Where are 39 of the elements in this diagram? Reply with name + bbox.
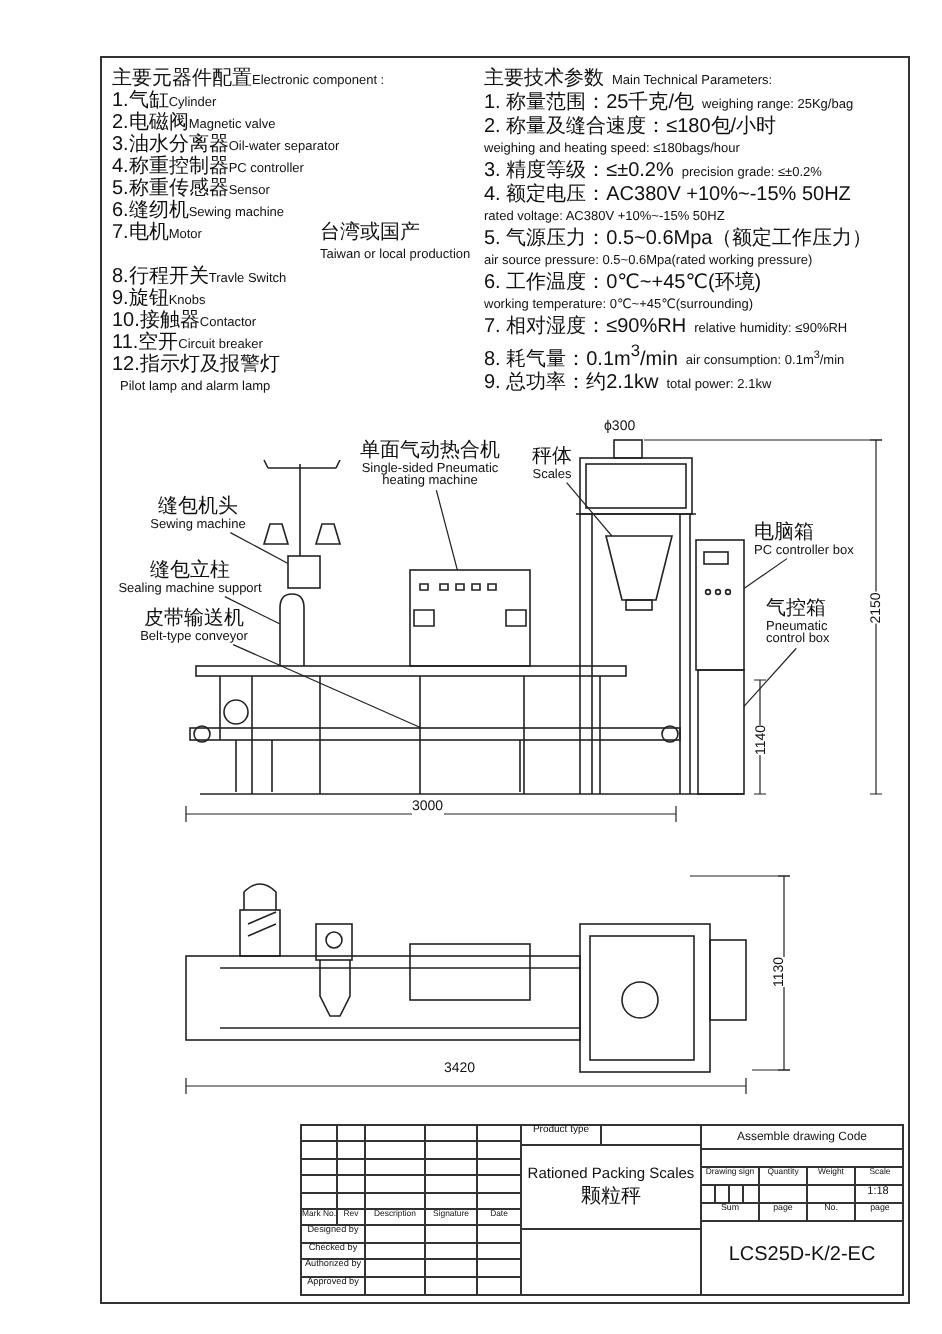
parameter-text: 6. 工作温度：0℃~+45℃(环境) — [484, 272, 762, 294]
leader-line — [224, 596, 281, 625]
parameter-text: 1. 称量范围：25千克/包 — [484, 92, 695, 114]
heat-sealer-body — [409, 569, 531, 667]
component-list-text: 台湾或国产 — [320, 222, 420, 244]
sewing-machine-stand — [279, 593, 305, 667]
leader-line — [743, 558, 788, 589]
leader-line — [229, 532, 289, 565]
component-list-text: 10.接触器 — [112, 310, 200, 332]
component-list-text: 5.称重传感器 — [112, 178, 229, 200]
component-list-text: 7.电机 — [112, 222, 169, 244]
component-list-text: 11.空开 — [112, 332, 179, 354]
leader-line — [743, 647, 797, 707]
parameter-text: 2. 称量及缝合速度：≤180包/小时 — [484, 116, 777, 138]
component-list-text: 1.气缸 — [112, 90, 169, 112]
leader-line — [435, 489, 458, 571]
component-list-text: 12.指示灯及报警灯 — [112, 354, 280, 376]
belt-conveyor — [189, 727, 681, 741]
pneumatic-control-cabinet — [697, 669, 745, 795]
component-list-text: 8.行程开关 — [112, 266, 209, 288]
component-list-text: 4.称重控制器 — [112, 156, 229, 178]
weighing-hopper — [604, 535, 674, 601]
parameter-text: 主要技术参数 — [484, 68, 604, 90]
parameter-text: 8. 耗气量：0.1m$^{3}$/min — [484, 340, 678, 371]
component-list-text: 3.油水分离器 — [112, 134, 229, 156]
component-list-text: 主要元器件配置 — [112, 68, 252, 90]
parameter-text: 3. 精度等级：≤±0.2% — [484, 160, 674, 182]
title-block-cell-text: LCS25D-K/2-EC — [726, 1242, 878, 1270]
component-list-text: 9.旋钮 — [112, 288, 169, 310]
parameter-text: 9. 总功率：约2.1kw — [484, 372, 659, 395]
parameter-text: 7. 相对湿度：≤90%RH — [484, 316, 687, 338]
controller-cabinet — [695, 539, 745, 671]
parameter-text: 5. 气源压力：0.5~0.6Mpa（额定工作压力） — [484, 228, 873, 250]
sewing-head — [287, 555, 321, 589]
leader-line — [566, 482, 613, 537]
component-list-text: 6.缝纫机 — [112, 200, 189, 222]
leader-line — [232, 644, 423, 729]
component-list-text: 2.电磁阀 — [112, 112, 189, 134]
parameter-text: 4. 额定电压：AC380V +10%~-15% 50HZ — [484, 184, 851, 206]
